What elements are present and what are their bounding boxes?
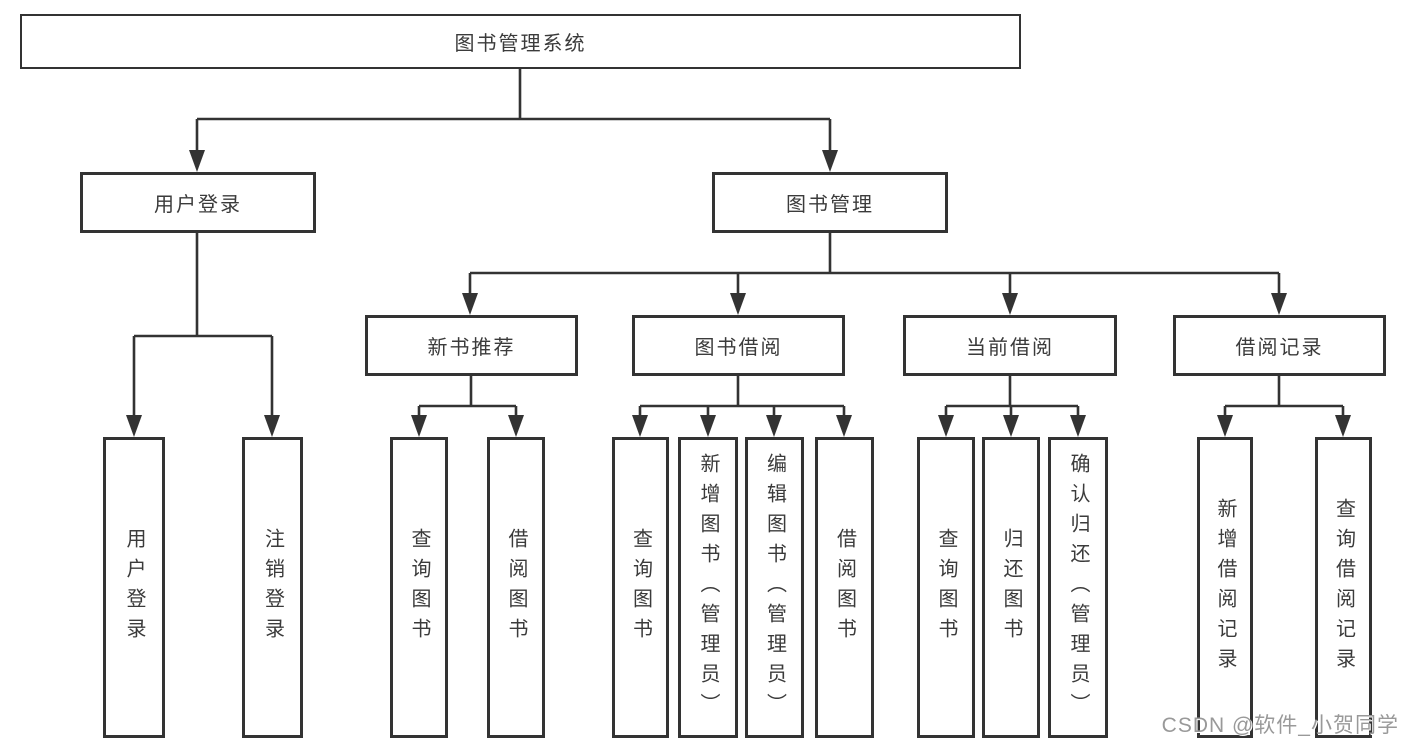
leaf-query-book-current: 查询图书: [917, 437, 975, 738]
leaf-edit-book-admin: 编辑图书（管理员）: [745, 437, 804, 738]
leaf-return-book: 归还图书: [982, 437, 1040, 738]
leaf-logout-label: 注销登录: [261, 527, 284, 648]
connector-borrow-records: [1223, 376, 1345, 416]
leaf-borrow-book-label: 借阅图书: [833, 527, 856, 648]
leaf-confirm-return-admin-label: 确认归还（管理员）: [1067, 452, 1089, 723]
connector-current-borrow: [944, 376, 1080, 416]
leaf-query-book-recommend-label: 查询图书: [408, 527, 430, 648]
leaf-add-borrow-record-label: 新增借阅记录: [1214, 497, 1236, 678]
leaf-user-login: 用户登录: [103, 437, 165, 738]
leaf-borrow-book-recommend: 借阅图书: [487, 437, 545, 738]
arrow-icon: [1070, 415, 1086, 437]
leaf-query-borrow-record: 查询借阅记录: [1315, 437, 1372, 738]
leaf-add-book-admin-label: 新增图书（管理员）: [697, 452, 719, 723]
arrow-icon: [508, 415, 524, 437]
arrow-icon: [264, 415, 280, 437]
leaf-edit-book-admin-label: 编辑图书（管理员）: [763, 452, 786, 723]
leaf-query-borrow-record-label: 查询借阅记录: [1332, 497, 1355, 678]
leaf-borrow-book: 借阅图书: [815, 437, 874, 738]
arrow-icon: [938, 415, 954, 437]
node-borrow-records: 借阅记录: [1173, 315, 1386, 376]
arrow-icon: [411, 415, 427, 437]
node-book-borrow-label: 图书借阅: [694, 337, 783, 359]
leaf-query-book-current-label: 查询图书: [935, 527, 957, 648]
arrow-icon: [632, 415, 648, 437]
connector-book-borrow: [638, 376, 846, 416]
leaf-query-book-recommend: 查询图书: [390, 437, 448, 738]
node-user-login: 用户登录: [80, 172, 316, 233]
leaf-user-login-label: 用户登录: [123, 527, 145, 648]
arrow-icon: [1271, 293, 1287, 315]
connector-book-management: [468, 233, 1281, 294]
arrow-icon: [1002, 293, 1018, 315]
connector-user-login: [132, 233, 274, 416]
arrow-icon: [462, 293, 478, 315]
leaf-borrow-book-recommend-label: 借阅图书: [505, 527, 527, 648]
leaf-return-book-label: 归还图书: [1000, 527, 1022, 648]
arrow-icon: [126, 415, 142, 437]
arrow-icon: [836, 415, 852, 437]
node-new-book-recommend-label: 新书推荐: [427, 337, 516, 359]
node-book-management-label: 图书管理: [786, 194, 874, 216]
leaf-confirm-return-admin: 确认归还（管理员）: [1048, 437, 1108, 738]
arrow-icon: [1003, 415, 1019, 437]
leaf-add-borrow-record: 新增借阅记录: [1197, 437, 1253, 738]
leaf-add-book-admin: 新增图书（管理员）: [678, 437, 738, 738]
arrow-icon: [1217, 415, 1233, 437]
node-borrow-records-label: 借阅记录: [1235, 337, 1324, 359]
node-root-label: 图书管理系统: [454, 33, 587, 55]
node-new-book-recommend: 新书推荐: [365, 315, 578, 376]
arrow-icon: [822, 150, 838, 172]
connector-new-book-recommend: [417, 376, 518, 416]
node-book-management: 图书管理: [712, 172, 948, 233]
arrow-icon: [730, 293, 746, 315]
node-book-borrow: 图书借阅: [632, 315, 845, 376]
node-user-login-label: 用户登录: [154, 194, 242, 216]
arrow-icon: [700, 415, 716, 437]
csdn-watermark: CSDN @软件_小贺同学: [1161, 714, 1399, 737]
leaf-query-book-borrow: 查询图书: [612, 437, 669, 738]
arrow-icon: [189, 150, 205, 172]
connector-root: [195, 68, 832, 151]
node-current-borrow: 当前借阅: [903, 315, 1117, 376]
node-root: 图书管理系统: [20, 14, 1021, 69]
node-current-borrow-label: 当前借阅: [966, 337, 1054, 359]
arrow-icon: [766, 415, 782, 437]
arrow-icon: [1335, 415, 1351, 437]
leaf-query-book-borrow-label: 查询图书: [629, 527, 652, 648]
leaf-logout: 注销登录: [242, 437, 303, 738]
